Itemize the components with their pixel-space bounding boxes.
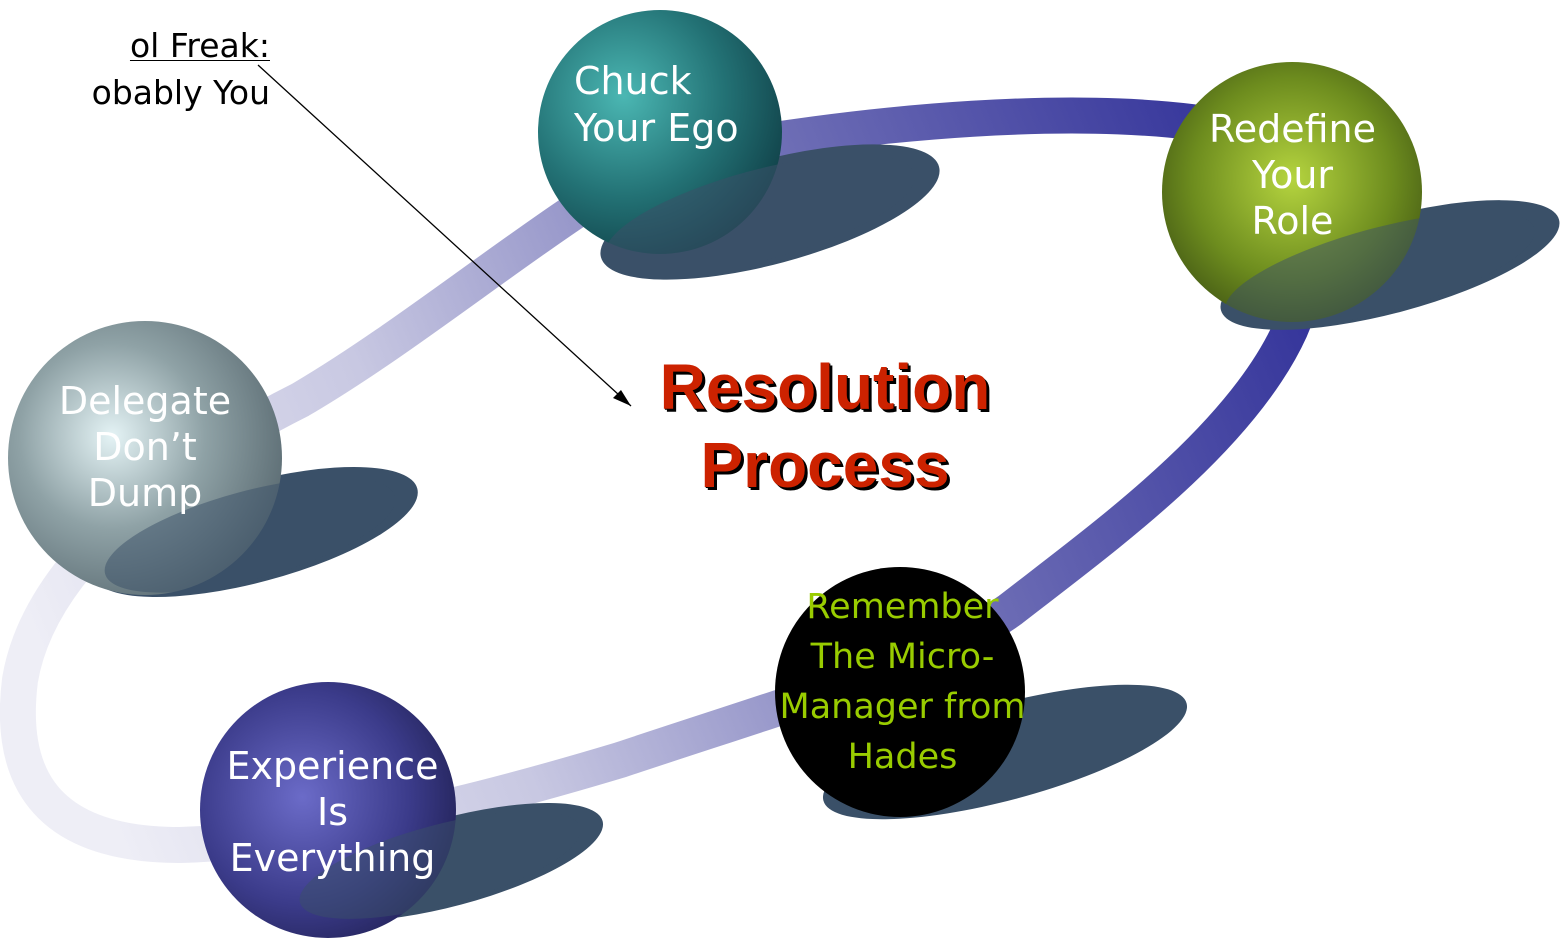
- callout-line-1: ol Freak:: [129, 26, 270, 65]
- diagram-title: Resolution Process: [659, 351, 991, 501]
- callout-arrowhead: [613, 390, 631, 406]
- chuck-reflection: [605, 154, 915, 276]
- node-label-delegate: Delegate Don’t Dump: [58, 379, 232, 515]
- experience-reflection: [299, 811, 581, 919]
- node-label-chuck: Chuck Your Ego: [574, 59, 739, 150]
- node-label-remember: Remember The Micro- Manager from Hades: [779, 587, 1026, 777]
- delegate-reflection: [104, 477, 396, 593]
- remember-bubble: [775, 567, 1025, 817]
- callout-leader: [257, 64, 632, 407]
- node-label-redefine: Redefine Your Role: [1209, 107, 1376, 243]
- node-label-experience: Experience Is Everything: [226, 744, 439, 880]
- callout-line-2: obably You: [91, 73, 270, 112]
- redefine-reflection: [1225, 212, 1535, 328]
- callout-text: ol Freak: obably You: [0, 22, 270, 116]
